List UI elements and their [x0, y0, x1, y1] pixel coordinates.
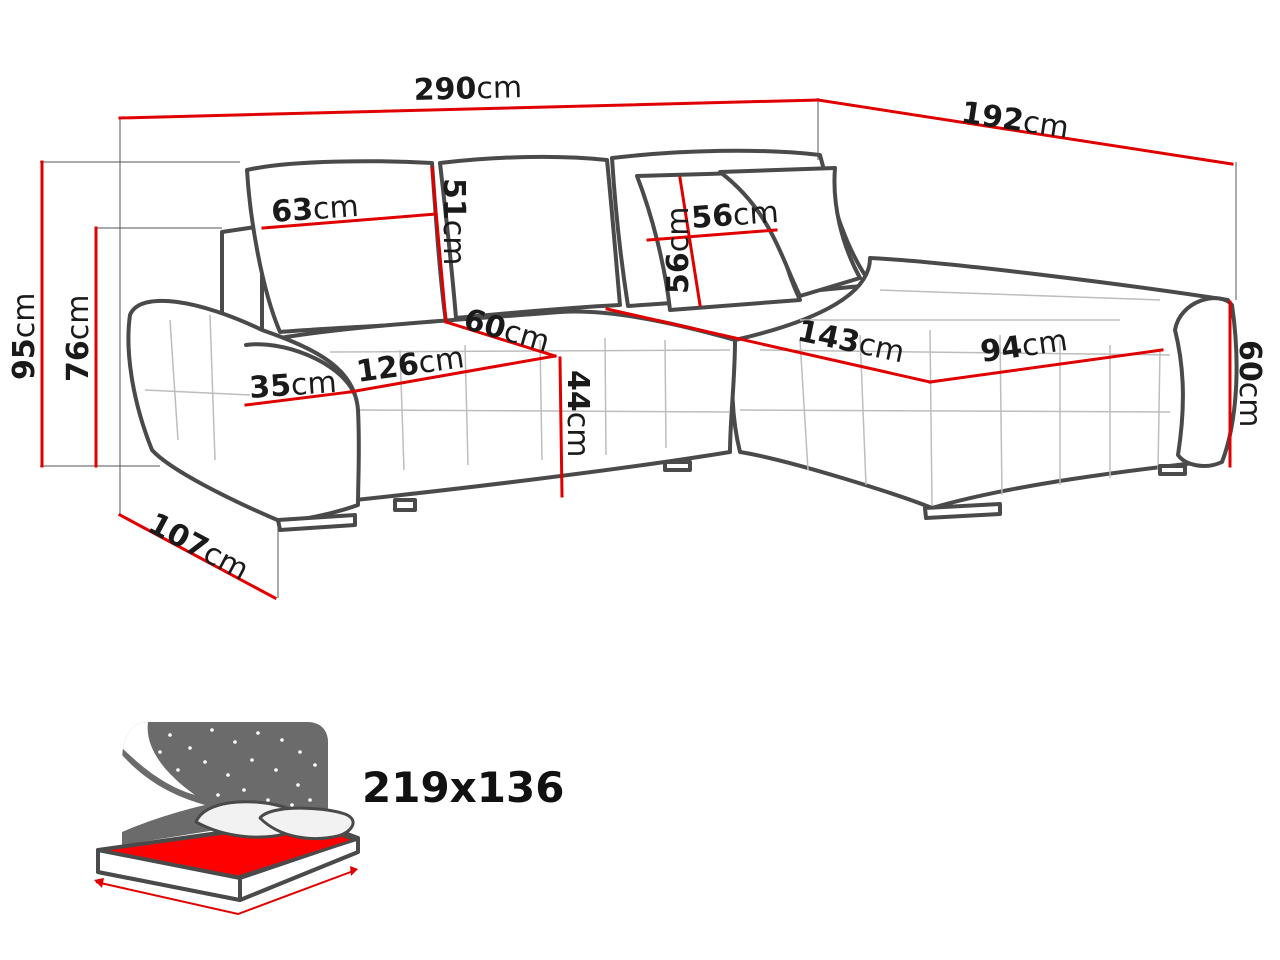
arrow-head-right-icon [350, 866, 358, 876]
seat-depth-line [444, 320, 557, 358]
seat-depth-side-line [117, 512, 278, 601]
bed-width-arrow [95, 869, 357, 916]
star-icon [226, 773, 230, 777]
bed-icon [94, 716, 360, 916]
star-icon [250, 758, 254, 762]
pillow-height-line [430, 166, 448, 324]
star-icon [308, 798, 312, 802]
star-icon [313, 763, 317, 767]
stars-icon [158, 716, 317, 807]
star-icon [296, 783, 300, 787]
star-icon [168, 733, 172, 737]
star-icon [242, 788, 246, 792]
label-armrest-height: 76cm [61, 295, 96, 382]
label-pillow-height: 51cm [436, 178, 471, 265]
pillow-width-line [261, 212, 438, 230]
star-icon [176, 768, 180, 772]
star-icon [274, 768, 278, 772]
star-icon [256, 731, 260, 735]
label-seat-height: 44cm [560, 370, 595, 457]
star-icon [290, 803, 294, 807]
corner-sofa-icon [126, 148, 1239, 532]
label-chaise-width: 94cm [978, 323, 1069, 370]
cushion-width-line [646, 228, 778, 242]
seat-width-line [348, 354, 557, 394]
guide-lines [40, 98, 1237, 598]
star-icon [203, 760, 207, 764]
star-icon [280, 738, 284, 742]
label-cushion-height: 56cm [661, 207, 696, 294]
star-icon [266, 798, 270, 802]
armrest-width-line [244, 390, 352, 407]
cushion-height-line [678, 176, 702, 307]
label-chaise-end-height: 60cm [1232, 340, 1267, 427]
seat-height-line [558, 356, 564, 498]
chaise-width-line [928, 348, 1164, 384]
star-icon [238, 716, 242, 720]
star-icon [158, 750, 162, 754]
chaise-length-line [605, 307, 932, 384]
star-icon [233, 740, 237, 744]
moon-edge-icon [122, 722, 195, 795]
star-icon [188, 746, 192, 750]
label-total-width: 290cm [413, 70, 522, 108]
pillow-icon [258, 806, 355, 841]
label-seat-depth-side: 107cm [142, 506, 254, 588]
dimension-lines [40, 98, 1234, 601]
label-cushion-width: 56cm [690, 195, 780, 236]
arrow-head-left-icon [94, 878, 104, 888]
label-armrest-width: 35cm [248, 365, 338, 406]
star-icon [298, 750, 302, 754]
label-seat-width: 126cm [354, 340, 466, 390]
label-total-depth: 192cm [959, 95, 1071, 146]
label-backrest-height: 95cm [7, 293, 42, 380]
sleeping-area-size: 219x136 [362, 763, 564, 812]
moon-icon [122, 755, 205, 832]
total-depth-line [816, 98, 1234, 166]
label-pillow-width: 63cm [270, 189, 360, 230]
total-width-line [118, 98, 820, 120]
star-icon [216, 793, 220, 797]
star-icon [210, 728, 214, 732]
